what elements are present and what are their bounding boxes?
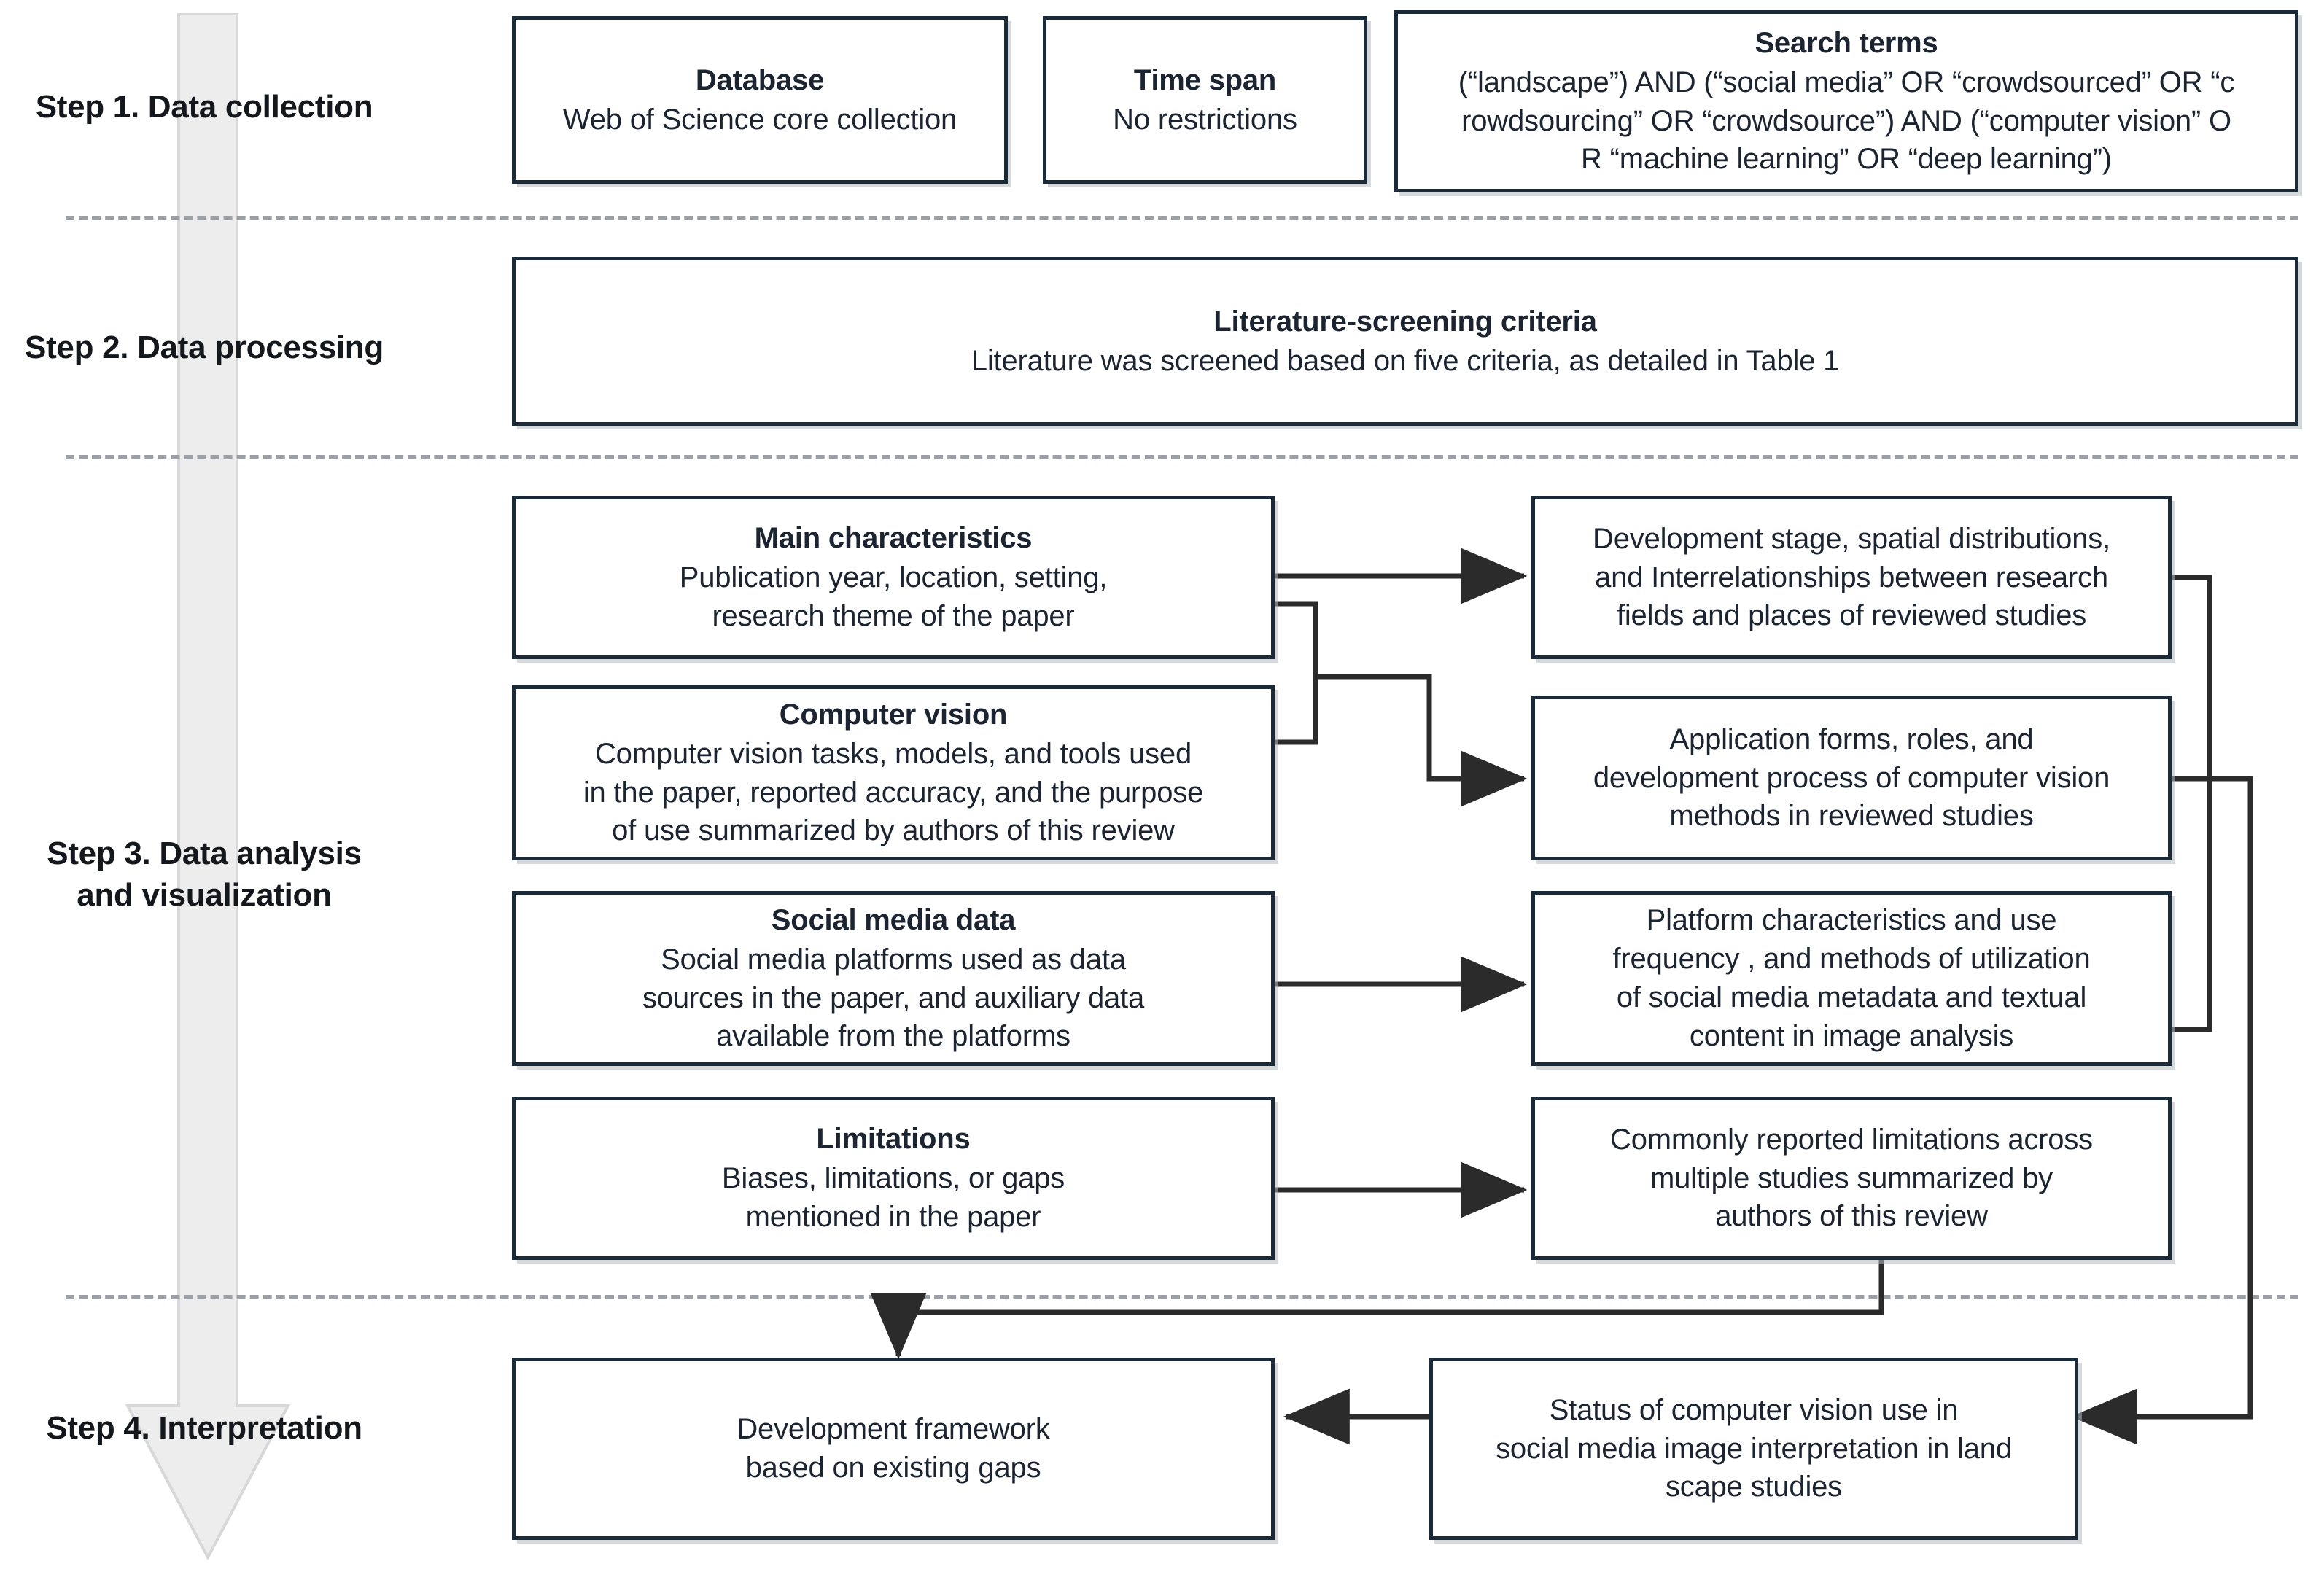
step-label-3: Step 3. Data analysis and visualization bbox=[47, 836, 362, 914]
box-limitations-body: Biases, limitations, or gaps mentioned i… bbox=[721, 1162, 1065, 1233]
box-computer-vision-title: Computer vision bbox=[779, 698, 1008, 731]
box-application-forms-body: Application forms, roles, and developmen… bbox=[1593, 723, 2110, 833]
box-time-span: Time span No restrictions bbox=[1043, 16, 1367, 184]
box-social-media-data-title: Social media data bbox=[771, 903, 1016, 936]
box-application-forms: Application forms, roles, and developmen… bbox=[1531, 696, 2172, 860]
step-label-4: Step 4. Interpretation bbox=[46, 1410, 362, 1446]
box-limitations: Limitations Biases, limitations, or gaps… bbox=[512, 1097, 1275, 1260]
box-time-span-body: No restrictions bbox=[1113, 103, 1297, 136]
box-database-title: Database bbox=[695, 63, 825, 96]
box-commonly-reported-limitations: Commonly reported limitations across mul… bbox=[1531, 1097, 2172, 1260]
box-literature-screening-title: Literature-screening criteria bbox=[1213, 305, 1597, 338]
box-limitations-title: Limitations bbox=[816, 1123, 971, 1156]
box-status-computer-vision: Status of computer vision use in social … bbox=[1429, 1358, 2078, 1540]
box-social-media-data: Social media data Social media platforms… bbox=[512, 891, 1275, 1066]
box-development-framework: Development framework based on existing … bbox=[512, 1358, 1275, 1540]
box-development-stage-body: Development stage, spatial distributions… bbox=[1593, 522, 2110, 632]
box-main-characteristics-title: Main characteristics bbox=[754, 522, 1033, 555]
box-literature-screening-body: Literature was screened based on five cr… bbox=[971, 344, 1840, 377]
box-search-terms: Search terms (“landscape”) AND (“social … bbox=[1394, 10, 2298, 192]
box-status-computer-vision-body: Status of computer vision use in social … bbox=[1496, 1393, 2012, 1503]
box-computer-vision: Computer vision Computer vision tasks, m… bbox=[512, 685, 1275, 860]
box-main-characteristics-body: Publication year, location, setting, res… bbox=[679, 561, 1108, 632]
step-label-1: Step 1. Data collection bbox=[35, 89, 373, 125]
step-label-2: Step 2. Data processing bbox=[25, 330, 384, 365]
process-direction-arrow bbox=[125, 13, 291, 1561]
separator-step1-step2 bbox=[66, 216, 2298, 220]
box-search-terms-body: (“landscape”) AND (“social media” OR “cr… bbox=[1458, 66, 2235, 176]
box-time-span-title: Time span bbox=[1133, 63, 1277, 96]
box-database-body: Web of Science core collection bbox=[562, 103, 957, 136]
separator-step3-step4 bbox=[66, 1295, 2298, 1299]
separator-step2-step3 bbox=[66, 455, 2298, 459]
box-literature-screening: Literature-screening criteria Literature… bbox=[512, 257, 2298, 426]
box-database: Database Web of Science core collection bbox=[512, 16, 1008, 184]
box-computer-vision-body: Computer vision tasks, models, and tools… bbox=[583, 737, 1204, 847]
box-development-stage: Development stage, spatial distributions… bbox=[1531, 496, 2172, 659]
box-development-framework-body: Development framework based on existing … bbox=[737, 1413, 1050, 1484]
box-commonly-reported-limitations-body: Commonly reported limitations across mul… bbox=[1610, 1123, 2093, 1233]
box-platform-characteristics: Platform characteristics and use frequen… bbox=[1531, 891, 2172, 1066]
box-main-characteristics: Main characteristics Publication year, l… bbox=[512, 496, 1275, 659]
box-social-media-data-body: Social media platforms used as data sour… bbox=[642, 943, 1144, 1053]
box-search-terms-title: Search terms bbox=[1755, 26, 1938, 59]
box-platform-characteristics-body: Platform characteristics and use frequen… bbox=[1612, 904, 2091, 1052]
